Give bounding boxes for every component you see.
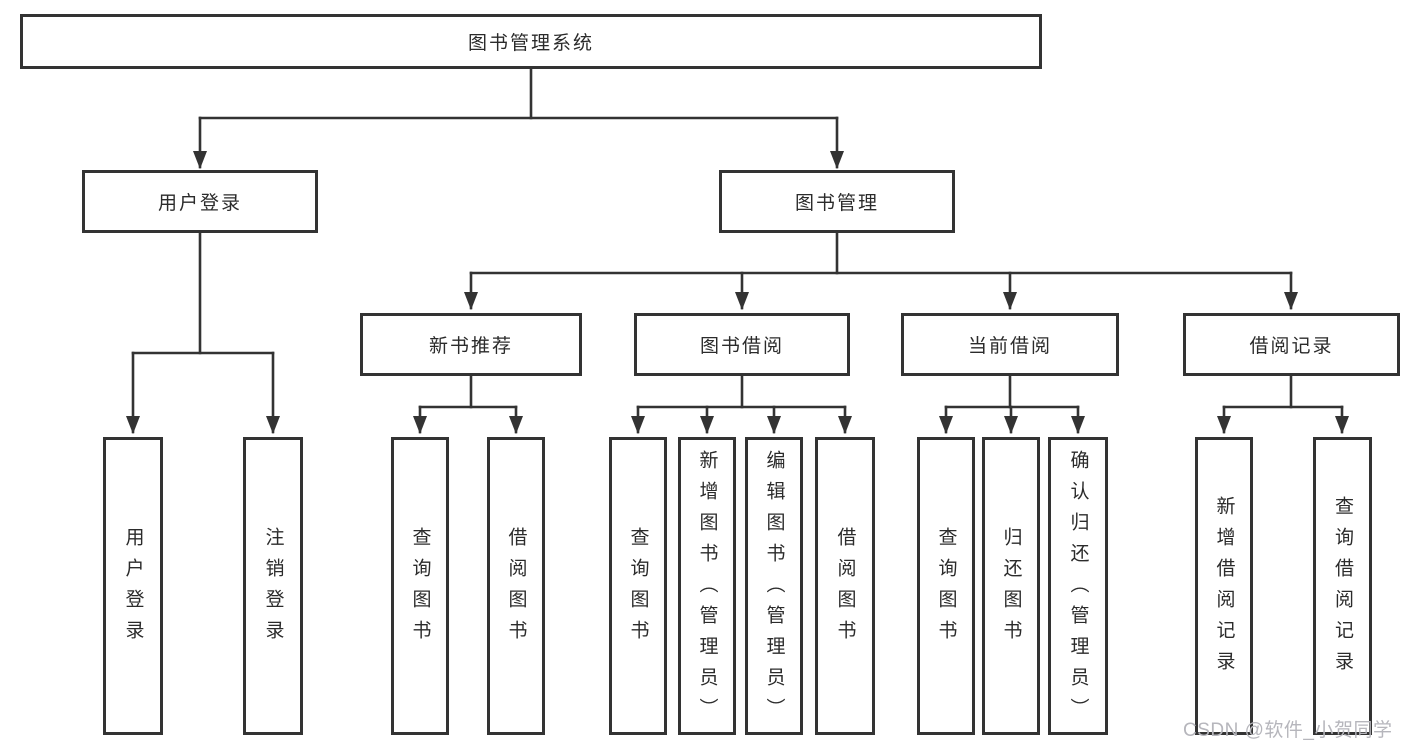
leaf-node-current-return-books: 归还图书: [982, 437, 1040, 735]
leaf-node-borrow-edit-books-admin: 编辑图书（管理员）: [745, 437, 803, 735]
leaf-node-record-query-record: 查询借阅记录: [1313, 437, 1372, 735]
leaf-node-user-login: 用户登录: [103, 437, 163, 735]
section-node-book-borrow: 图书借阅: [634, 313, 850, 376]
csdn-watermark: CSDN @软件_小贺同学: [1183, 720, 1393, 741]
leaf-node-recommend-borrow-books: 借阅图书: [487, 437, 545, 735]
leaf-node-current-confirm-return-admin: 确认归还（管理员）: [1048, 437, 1108, 735]
leaf-node-record-add-record: 新增借阅记录: [1195, 437, 1253, 735]
leaf-node-borrow-add-books-admin: 新增图书（管理员）: [678, 437, 736, 735]
leaf-node-current-query-books: 查询图书: [917, 437, 975, 735]
section-node-current-borrow: 当前借阅: [901, 313, 1119, 376]
leaf-node-logout: 注销登录: [243, 437, 303, 735]
branch-node-book-management: 图书管理: [719, 170, 955, 233]
root-node-library-system: 图书管理系统: [20, 14, 1042, 69]
branch-node-user-login: 用户登录: [82, 170, 318, 233]
leaf-node-recommend-query-books: 查询图书: [391, 437, 449, 735]
leaf-node-borrow-borrow-books: 借阅图书: [815, 437, 875, 735]
leaf-node-borrow-query-books: 查询图书: [609, 437, 667, 735]
section-node-new-book-recommend: 新书推荐: [360, 313, 582, 376]
section-node-borrow-record: 借阅记录: [1183, 313, 1400, 376]
